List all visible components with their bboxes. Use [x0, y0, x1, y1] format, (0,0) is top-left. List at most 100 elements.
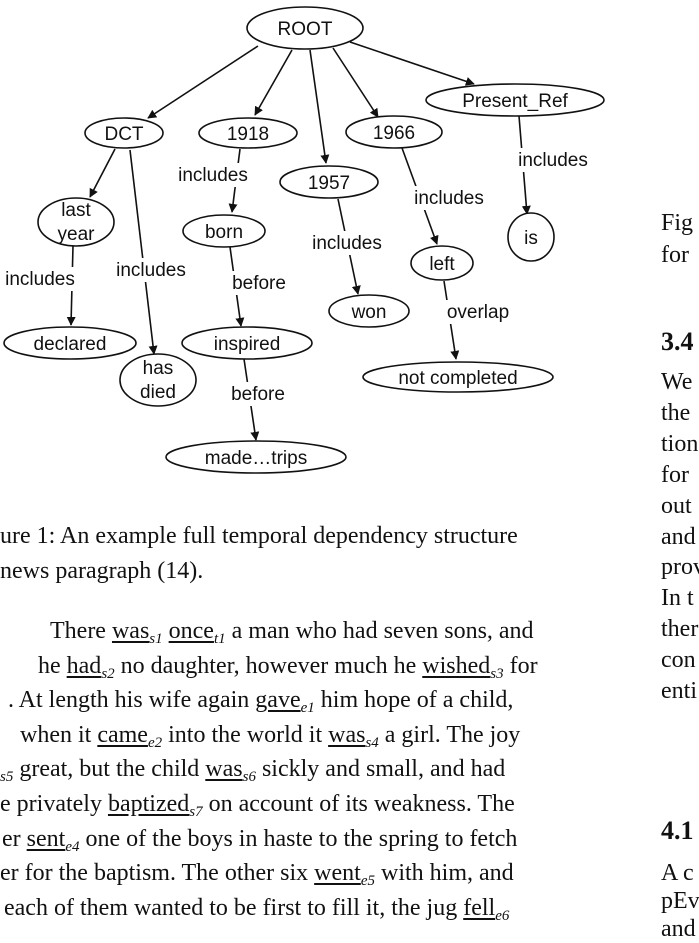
right-column-line: In t: [661, 585, 694, 612]
right-column-line: the: [661, 399, 691, 426]
right-column-line: out: [661, 492, 692, 519]
node-root-label: ROOT: [278, 19, 333, 40]
node-last-year-label-2: year: [58, 224, 96, 245]
edge-root-1957: [309, 49, 330, 164]
node-1966-label: 1966: [373, 123, 415, 144]
node-1957-label: 1957: [308, 173, 350, 194]
event-subscript: s5: [0, 769, 14, 786]
underlined-event-word: was: [205, 756, 243, 783]
edge-label-inspired-before: before: [231, 384, 285, 405]
event-subscript: e1: [300, 700, 315, 717]
edge-root-dct: [147, 45, 259, 119]
edge-label-lastyear-includes: includes: [5, 269, 75, 290]
right-column-line: pEv: [661, 888, 699, 914]
event-subscript: s2: [101, 665, 115, 682]
right-column-line: ther: [661, 616, 699, 643]
edge-label-born-before: before: [232, 273, 286, 294]
event-subscript: s3: [490, 665, 504, 682]
node-made-trips-label: made…trips: [205, 448, 307, 469]
edge-label-left-overlap: overlap: [447, 302, 509, 323]
paragraph-line: . At length his wife again gavee1 him ho…: [8, 687, 514, 717]
node-not-completed-label: not completed: [398, 368, 517, 389]
edge-label-dct-includes: includes: [116, 260, 186, 281]
node-has-died-label-2: died: [140, 382, 176, 403]
event-subscript: s7: [189, 804, 203, 820]
underlined-event-word: came: [97, 721, 148, 748]
node-root: [246, 6, 364, 50]
right-column-line: con: [661, 647, 696, 674]
event-subscript: s4: [365, 734, 379, 751]
node-is-label: is: [524, 228, 538, 249]
underlined-event-word: went: [314, 860, 361, 887]
event-subscript: s6: [242, 769, 256, 786]
edge-root-present: [349, 41, 475, 86]
underlined-event-word: was: [111, 618, 150, 644]
right-section-heading-3-4: 3.4: [661, 327, 694, 356]
event-subscript: s1: [149, 631, 163, 647]
temporal-dependency-diagram: includes includes includes includes incl…: [3, 6, 605, 474]
node-1918-label: 1918: [227, 124, 269, 145]
node-left-label: left: [429, 254, 455, 275]
edge-label-1918-includes: includes: [178, 165, 248, 186]
underlined-event-word: gave: [255, 687, 301, 714]
right-fig-label: Fig: [661, 210, 694, 236]
node-not-completed: [362, 361, 554, 393]
right-column-line: enti: [661, 678, 697, 704]
node-made-trips: [165, 440, 347, 474]
event-subscript: e6: [495, 907, 510, 924]
underlined-event-word: once: [168, 618, 214, 644]
paragraph-line: he hads2 no daughter, however much he wi…: [38, 652, 538, 682]
event-subscript: e4: [65, 838, 80, 855]
node-born: [182, 214, 266, 248]
node-last-year: [37, 197, 115, 247]
paragraph-line: when it camee2 into the world it wass4 a…: [20, 721, 521, 751]
underlined-event-word: had: [66, 652, 102, 679]
right-column-line: and: [661, 523, 696, 550]
right-column-line: We: [661, 369, 693, 395]
underlined-event-word: wished: [422, 652, 491, 679]
underlined-event-word: was: [328, 721, 366, 748]
event-subscript: e2: [147, 734, 163, 751]
node-1918: [198, 117, 298, 149]
event-subscript: e5: [360, 873, 375, 890]
node-present-ref-label: Present_Ref: [462, 91, 568, 112]
node-declared: [3, 326, 137, 360]
paragraph-line: er sente4 one of the boys in haste to th…: [2, 825, 518, 855]
node-inspired-label: inspired: [214, 334, 281, 355]
right-column-line: for: [661, 461, 689, 488]
edge-dct-lastyear: [89, 148, 116, 198]
right-column-line: A c: [661, 860, 694, 886]
right-column-line: tion: [661, 430, 699, 457]
edge-dct-hasdied: [129, 149, 158, 355]
right-column-line: prov: [661, 554, 699, 581]
node-won: [328, 294, 410, 328]
node-has-died: [119, 353, 197, 407]
figure-caption-line-2: news paragraph (14).: [0, 558, 204, 584]
node-won-label: won: [351, 302, 387, 323]
node-inspired: [181, 326, 313, 360]
figure-caption-line-1: ure 1: An example full temporal dependen…: [0, 523, 518, 549]
node-1957: [279, 165, 379, 199]
edge-label-1966-includes: includes: [414, 188, 484, 209]
node-dct: [84, 117, 164, 149]
underlined-event-word: sent: [26, 825, 66, 852]
paragraph-line: er for the baptism. The other six wente5…: [0, 860, 514, 890]
node-declared-label: declared: [34, 334, 107, 355]
node-has-died-label-1: has: [143, 358, 174, 379]
paragraph-line: There wass1 oncet1 a man who had seven s…: [50, 618, 534, 647]
node-present-ref: [425, 83, 605, 117]
node-last-year-label-1: last: [61, 200, 91, 221]
edge-label-present-includes: includes: [518, 150, 588, 171]
right-fig-label-2: for: [661, 242, 689, 268]
node-1966: [345, 115, 443, 149]
paragraph-line: s5 great, but the child wass6 sickly and…: [0, 756, 506, 786]
node-born-label: born: [205, 222, 243, 243]
event-subscript: t1: [213, 631, 226, 647]
underlined-event-word: fell: [463, 894, 496, 921]
edge-root-1918: [254, 49, 293, 116]
paragraph-line: e privately baptizeds7 on account of its…: [0, 791, 515, 820]
node-dct-label: DCT: [104, 124, 143, 145]
paragraph-line: each of them wanted to be first to fill …: [4, 894, 510, 924]
right-section-heading-4-1: 4.1: [661, 816, 694, 845]
underlined-event-word: baptized: [107, 791, 190, 817]
